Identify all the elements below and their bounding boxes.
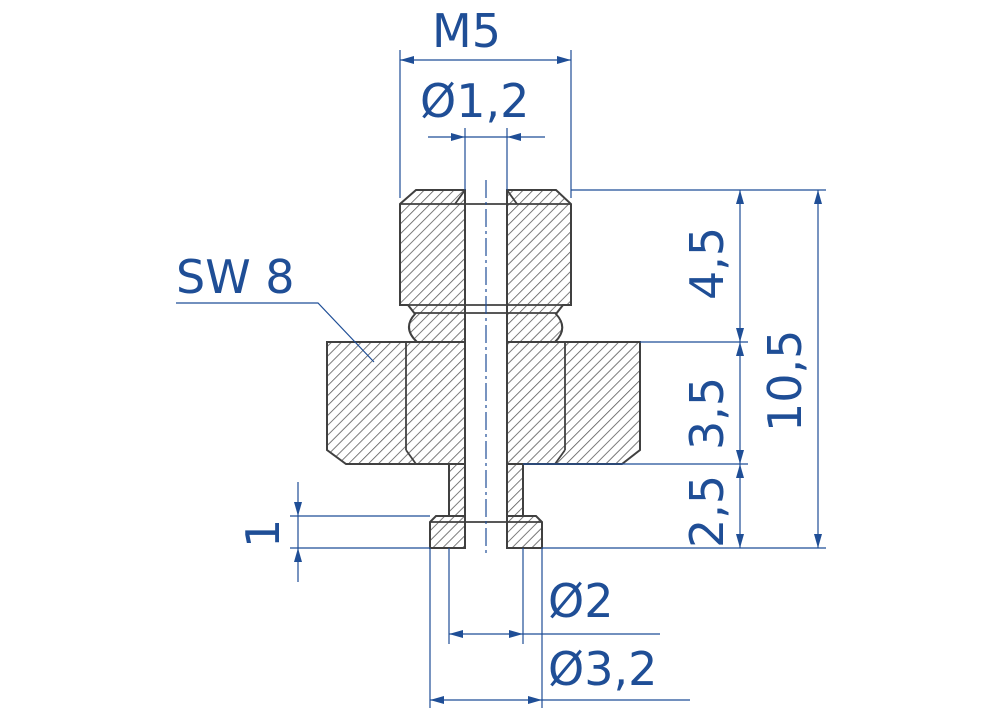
- dimension-flange-diameter: [429, 548, 690, 708]
- part-body: [326, 189, 641, 549]
- thread-section-left: [399, 189, 466, 343]
- flange-section-right: [506, 515, 543, 549]
- neck-section-left: [448, 463, 466, 517]
- dimension-flange-height: [290, 482, 430, 582]
- label-height-total: 10,5: [758, 329, 812, 432]
- wrench-size-leader: [176, 302, 375, 363]
- label-neck-diameter: Ø2: [548, 574, 614, 628]
- dimension-arrows: [294, 56, 822, 704]
- flange-section-left: [429, 515, 466, 549]
- dimension-neck-diameter: [448, 548, 660, 644]
- label-height-hex: 3,5: [680, 376, 734, 450]
- label-height-flange: 1: [236, 518, 290, 548]
- neck-section-right: [506, 463, 524, 517]
- label-wrench-size: SW 8: [176, 250, 295, 304]
- dimension-bore: [428, 128, 545, 190]
- dimension-height-chain: [523, 189, 826, 549]
- hex-section-right: [506, 341, 641, 465]
- label-height-thread: 4,5: [680, 226, 734, 300]
- label-flange-diameter: Ø3,2: [548, 642, 658, 696]
- label-height-neck: 2,5: [680, 474, 734, 548]
- hex-section-left: [326, 341, 466, 465]
- thread-section-right: [506, 189, 572, 343]
- dimension-m5: [399, 50, 572, 198]
- label-bore-diameter: Ø1,2: [420, 74, 530, 128]
- label-thread: M5: [432, 4, 501, 58]
